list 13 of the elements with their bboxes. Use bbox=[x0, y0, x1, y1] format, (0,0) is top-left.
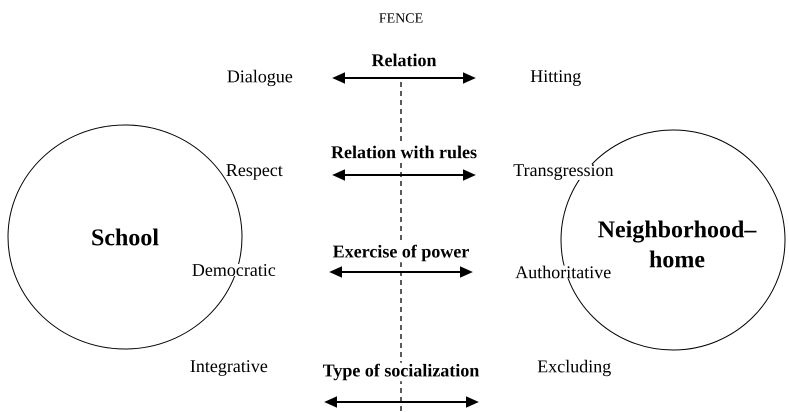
pole-label: Transgression bbox=[513, 164, 614, 180]
pole-label: Respect bbox=[226, 164, 283, 180]
edge-label: Exercise of power bbox=[332, 244, 470, 262]
pole-label: Authoritative bbox=[515, 266, 612, 278]
pole-label: Dialogue bbox=[226, 70, 293, 86]
pole-label: Integrative bbox=[190, 360, 268, 376]
edge-label: Type of socialization bbox=[322, 362, 480, 382]
pole-label: Hitting bbox=[530, 70, 582, 86]
pole-label: Excluding bbox=[537, 360, 612, 376]
edge-label: Relation with rules bbox=[330, 144, 478, 160]
pole-label: Democratic bbox=[192, 264, 276, 276]
edge-label: Relation bbox=[370, 52, 438, 68]
fence-label: FENCE bbox=[379, 13, 422, 23]
